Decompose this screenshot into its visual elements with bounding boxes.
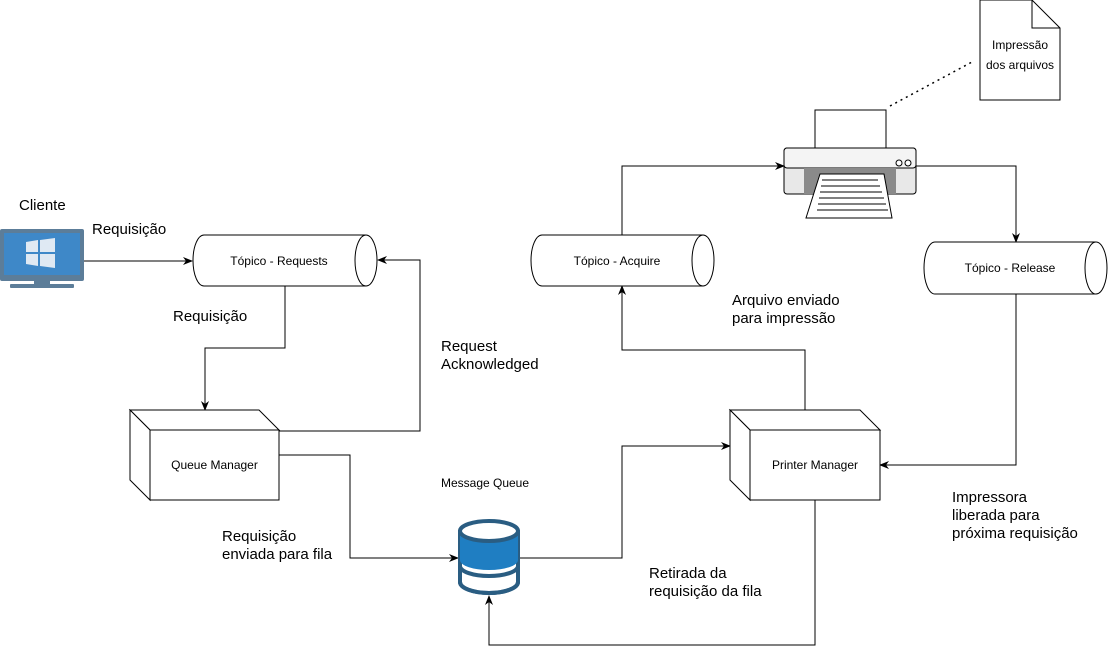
edge-queue-manager-to-queue xyxy=(279,454,459,562)
topic-release-label: Tópico - Release xyxy=(964,261,1056,275)
queue-manager-label: Queue Manager xyxy=(171,458,258,472)
message-queue-label: Message Queue xyxy=(440,476,530,490)
queue-manager-box xyxy=(128,408,281,502)
note-document xyxy=(979,0,1061,101)
edge-queue-to-printer-manager xyxy=(518,442,731,559)
edge-requests-to-queue-manager xyxy=(201,286,286,411)
edge-release-to-printer-manager xyxy=(879,294,1017,469)
note-connector xyxy=(889,61,973,107)
printer-manager-label: Printer Manager xyxy=(771,458,859,472)
monitor-icon xyxy=(0,229,84,288)
topic-requests-label: Tópico - Requests xyxy=(230,254,328,268)
edge-label-requisicao-enviada: Requisição enviada para fila xyxy=(222,528,333,563)
edge-label-retirada: Retirada da requisição da fila xyxy=(649,565,762,600)
edge-acquire-to-printer xyxy=(621,162,785,235)
edge-queue-manager-to-requests xyxy=(279,256,421,432)
topic-requests-cylinder xyxy=(192,234,378,287)
edge-label-arquivo-enviado: Arquivo enviado para impressão xyxy=(732,292,840,327)
client-label: Cliente xyxy=(19,197,66,214)
edge-label-requests-requisicao: Requisição xyxy=(173,308,248,325)
note-label: Impressão dos arquivos xyxy=(985,38,1055,72)
edge-printer-manager-to-queue xyxy=(485,500,816,646)
edge-label-request-acknowledged: Request Acknowledged xyxy=(441,338,539,373)
printer-icon xyxy=(783,109,917,219)
database-icon xyxy=(458,519,520,595)
printer-manager-box xyxy=(728,408,882,502)
edge-label-impressora-liberada: Impressora liberada para próxima requisi… xyxy=(952,489,1078,542)
edge-printer-manager-to-acquire xyxy=(618,285,806,410)
topic-acquire-cylinder xyxy=(530,234,715,287)
topic-acquire-label: Tópico - Acquire xyxy=(573,254,661,268)
topic-release-cylinder xyxy=(923,241,1108,295)
edge-printer-to-release xyxy=(916,165,1020,243)
edge-label-client-requisicao: Requisição xyxy=(92,221,167,238)
